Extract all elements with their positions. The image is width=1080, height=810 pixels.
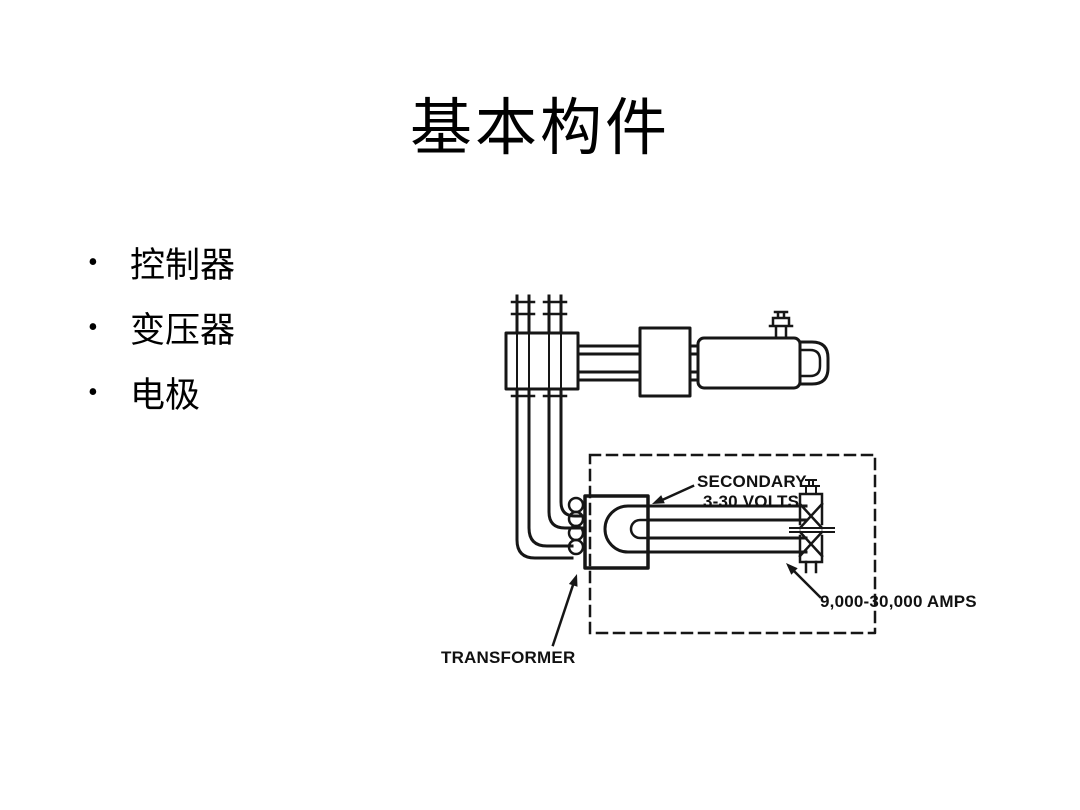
label-amps: 9,000-30,000 AMPS <box>820 592 977 611</box>
list-item: • 变压器 <box>88 295 235 360</box>
cylinder-mount-block <box>504 331 580 398</box>
bullet-label: 变压器 <box>130 311 236 350</box>
transformer-core <box>567 494 657 570</box>
bullet-icon: • <box>88 376 98 408</box>
label-secondary-volts: 3-30 VOLTS <box>703 492 799 511</box>
list-item: • 控制器 <box>88 230 235 295</box>
list-item: • 电极 <box>88 360 235 425</box>
cylinder-end-hook <box>798 340 830 386</box>
air-inlet-pipes <box>510 294 568 335</box>
bullet-icon: • <box>88 246 98 278</box>
bullet-list: • 控制器 • 变压器 • 电极 <box>88 230 235 425</box>
slide-title: 基本构件 <box>409 95 670 163</box>
secondary-arms <box>646 504 808 554</box>
secondary-circuit-boundary <box>588 453 877 635</box>
label-secondary: SECONDARY <box>697 472 807 491</box>
bullet-label: 控制器 <box>130 246 236 285</box>
valve-fitting-icon <box>768 310 794 340</box>
electrode-assembly <box>789 479 835 574</box>
label-transformer: TRANSFORMER <box>441 648 575 667</box>
air-cylinder-arm <box>576 326 802 398</box>
conductor-tubes <box>515 387 587 560</box>
annotation-arrows <box>551 484 822 647</box>
bullet-icon: • <box>88 311 98 343</box>
bullet-label: 电极 <box>130 376 201 415</box>
